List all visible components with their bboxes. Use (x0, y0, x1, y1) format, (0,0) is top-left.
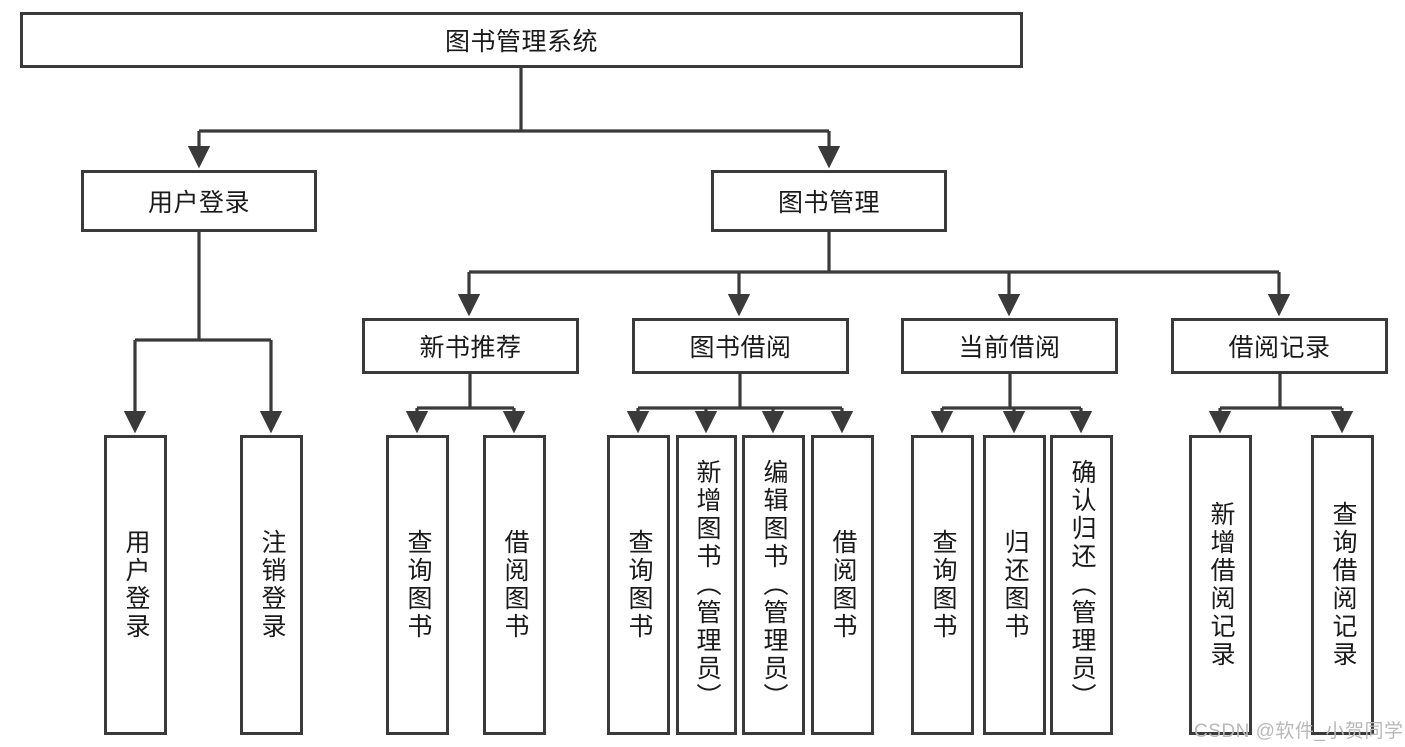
leaf-label: 注销登录 (258, 529, 286, 641)
leaf-user-login[interactable]: 用户登录 (104, 435, 167, 735)
leaf-add-borrow-record[interactable]: 新增借阅记录 (1189, 435, 1252, 735)
node-book-management[interactable]: 图书管理 (711, 170, 947, 232)
node-book-borrow[interactable]: 图书借阅 (632, 318, 849, 374)
leaf-label: 查询图书 (929, 529, 957, 641)
leaf-label: 查询图书 (404, 529, 432, 641)
leaf-query-book-borrow[interactable]: 查询图书 (607, 435, 670, 735)
leaf-add-book-admin[interactable]: 新增图书（管理员） (676, 435, 737, 735)
node-label: 新书推荐 (419, 334, 522, 362)
node-label: 借阅记录 (1228, 334, 1331, 362)
leaf-user-logout[interactable]: 注销登录 (240, 435, 303, 735)
leaf-label: 查询图书 (625, 529, 653, 641)
node-system-root[interactable]: 图书管理系统 (20, 12, 1023, 68)
node-borrow-records[interactable]: 借阅记录 (1171, 318, 1388, 374)
leaf-return-book[interactable]: 归还图书 (983, 435, 1046, 735)
node-label: 当前借阅 (958, 334, 1061, 362)
csdn-watermark: CSDN @软件_小贺同学 (1194, 721, 1404, 742)
leaf-query-borrow-record[interactable]: 查询借阅记录 (1311, 435, 1374, 735)
leaf-borrow-book-new[interactable]: 借阅图书 (483, 435, 546, 735)
leaf-label: 新增图书（管理员） (693, 459, 721, 711)
node-label: 图书管理 (777, 189, 880, 217)
leaf-label: 新增借阅记录 (1207, 501, 1235, 669)
node-label: 图书管理系统 (444, 28, 598, 56)
leaf-label: 编辑图书（管理员） (760, 459, 788, 711)
leaf-label: 归还图书 (1001, 529, 1029, 641)
leaf-confirm-return-admin[interactable]: 确认归还（管理员） (1050, 435, 1113, 735)
leaf-label: 确认归还（管理员） (1068, 459, 1096, 711)
node-label: 用户登录 (147, 189, 250, 217)
leaf-query-book-current[interactable]: 查询图书 (911, 435, 974, 735)
leaf-label: 用户登录 (122, 529, 150, 641)
leaf-label: 借阅图书 (829, 529, 857, 641)
node-current-borrow[interactable]: 当前借阅 (901, 318, 1118, 374)
leaf-borrow-book[interactable]: 借阅图书 (811, 435, 874, 735)
leaf-label: 借阅图书 (501, 529, 529, 641)
node-label: 图书借阅 (689, 334, 792, 362)
leaf-query-book-new[interactable]: 查询图书 (386, 435, 449, 735)
leaf-label: 查询借阅记录 (1329, 501, 1357, 669)
node-user-login[interactable]: 用户登录 (81, 170, 317, 232)
leaf-edit-book-admin[interactable]: 编辑图书（管理员） (742, 435, 805, 735)
node-new-book-recommend[interactable]: 新书推荐 (362, 318, 579, 374)
